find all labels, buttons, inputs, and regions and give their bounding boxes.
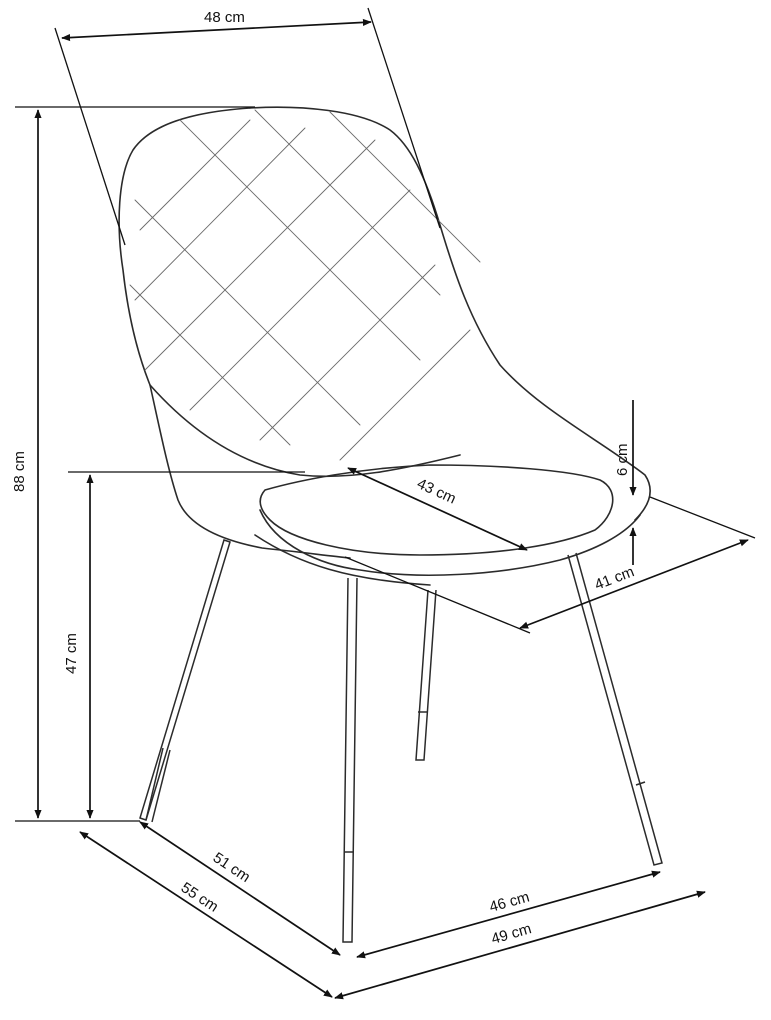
seat-cushion xyxy=(259,464,614,556)
chair-illustration xyxy=(118,106,663,943)
backrest-outline-right xyxy=(249,106,651,521)
leg-front-left xyxy=(139,539,231,821)
label-seat-width: 41 cm xyxy=(592,563,636,594)
quilting-stitches xyxy=(129,109,481,461)
label-back-width: 48 cm xyxy=(204,9,245,26)
leg-front-center xyxy=(342,577,358,943)
label-cushion-thickness: 6 cm xyxy=(614,443,631,476)
legs xyxy=(139,539,663,943)
backrest-outline xyxy=(118,107,351,559)
label-seat-depth: 43 cm xyxy=(414,475,458,507)
label-total-height: 88 cm xyxy=(11,451,28,492)
dimension-labels: 48 cm 88 cm 47 cm 43 cm 6 cm 41 cm 51 cm… xyxy=(11,9,637,948)
leg-front-right xyxy=(567,552,663,866)
leg-back xyxy=(415,589,437,761)
label-seat-height: 47 cm xyxy=(63,633,80,674)
seat-bottom xyxy=(254,534,431,586)
shell-rim xyxy=(149,384,461,478)
dimension-lines xyxy=(15,7,756,1000)
label-leg-span-width: 46 cm xyxy=(487,888,531,915)
label-leg-span-depth: 51 cm xyxy=(210,849,253,886)
